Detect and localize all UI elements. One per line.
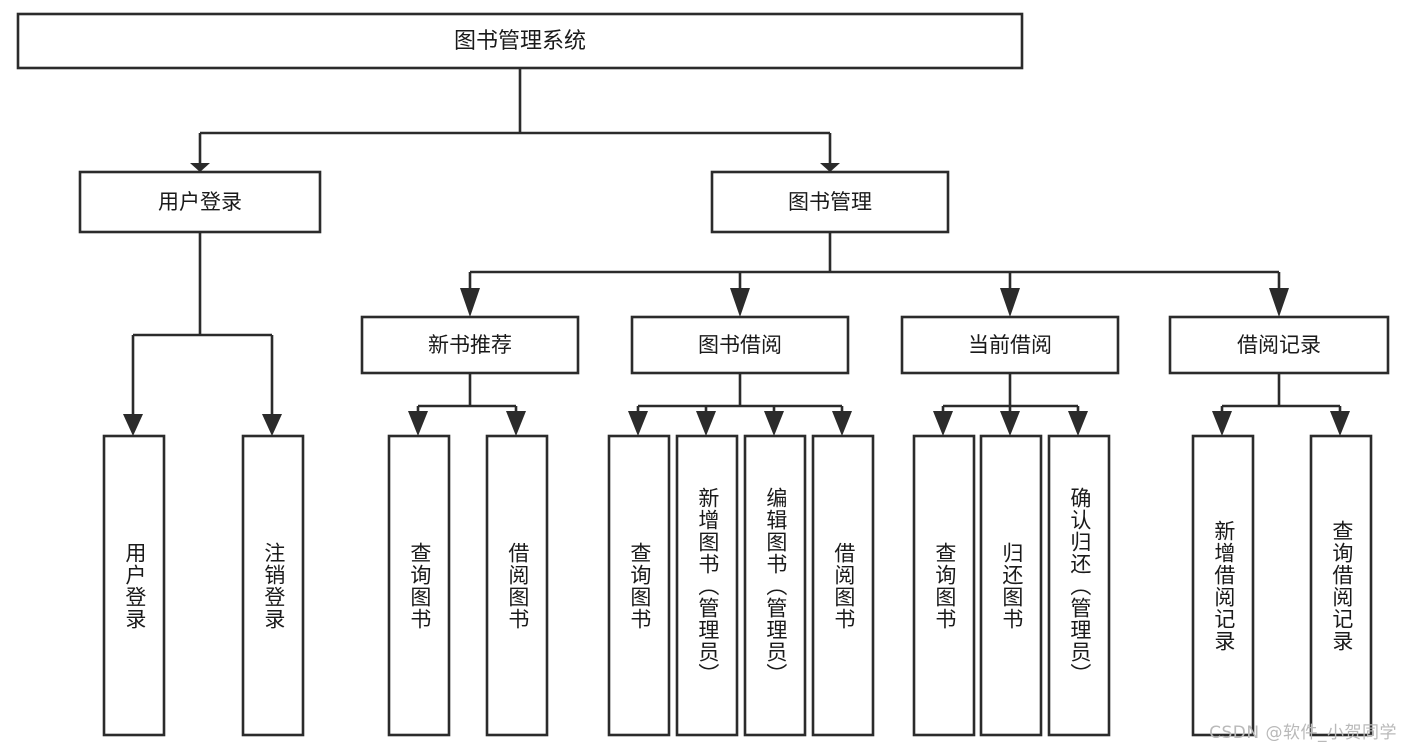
- edge-borrowrecord-bus: [1220, 373, 1342, 427]
- arrowhead-icon: [820, 163, 840, 172]
- edge-bookmanage-bus: [468, 232, 1281, 308]
- node-book-borrow[interactable]: 图书借阅: [630, 315, 850, 375]
- node-leaf-edit-book[interactable]: [743, 434, 807, 737]
- arrowhead-icon: [1000, 411, 1020, 436]
- arrowhead-icon: [408, 411, 428, 436]
- node-leaf-borrow-book-1[interactable]: [485, 434, 549, 737]
- arrowhead-icon: [1000, 288, 1020, 317]
- node-leaf-user-login[interactable]: [102, 434, 166, 737]
- node-boxes: 图书管理系统 用户登录 图书管理 新书推荐 图书借阅 当前: [16, 12, 1390, 737]
- arrowhead-icon: [123, 414, 143, 436]
- arrowhead-icon: [730, 288, 750, 317]
- edge-userlogin-bus: [131, 232, 274, 427]
- node-current-borrow[interactable]: 当前借阅: [900, 315, 1120, 375]
- csdn-watermark: CSDN @软件_小贺同学: [1209, 723, 1397, 743]
- node-book-borrow-label: 图书借阅: [698, 333, 782, 357]
- node-leaf-add-record[interactable]: [1191, 434, 1255, 737]
- arrowhead-icon: [696, 411, 716, 436]
- arrowhead-icon: [262, 414, 282, 436]
- node-user-login[interactable]: 用户登录: [78, 170, 322, 234]
- arrowhead-icon: [506, 411, 526, 436]
- arrowhead-icon: [832, 411, 852, 436]
- edge-newbook-bus: [416, 373, 518, 427]
- node-borrow-record-label: 借阅记录: [1237, 333, 1321, 357]
- node-leaf-add-book[interactable]: [675, 434, 739, 737]
- node-user-login-label: 用户登录: [158, 190, 242, 214]
- edge-bookborrow-bus: [636, 373, 844, 427]
- node-borrow-record[interactable]: 借阅记录: [1168, 315, 1390, 375]
- node-leaf-return-book[interactable]: [979, 434, 1043, 737]
- arrow-heads: [123, 163, 1350, 436]
- arrowhead-icon: [1330, 411, 1350, 436]
- arrowhead-icon: [460, 288, 480, 317]
- node-current-borrow-label: 当前借阅: [968, 333, 1052, 357]
- node-book-manage[interactable]: 图书管理: [710, 170, 950, 234]
- arrowhead-icon: [1068, 411, 1088, 436]
- arrowhead-icon: [1212, 411, 1232, 436]
- node-root-label: 图书管理系统: [454, 29, 586, 54]
- arrowhead-icon: [190, 163, 210, 172]
- node-root[interactable]: 图书管理系统: [16, 12, 1024, 70]
- node-leaf-query-book-3[interactable]: [912, 434, 976, 737]
- node-book-manage-label: 图书管理: [788, 190, 872, 214]
- node-leaf-confirm-return[interactable]: [1047, 434, 1111, 737]
- node-leaf-query-record[interactable]: [1309, 434, 1373, 737]
- node-leaf-query-book-2[interactable]: [607, 434, 671, 737]
- arrowhead-icon: [628, 411, 648, 436]
- edge-root-bus: [198, 68, 832, 163]
- node-leaf-user-logout[interactable]: [241, 434, 305, 737]
- node-leaf-borrow-book-2[interactable]: [811, 434, 875, 737]
- node-leaf-query-book-1[interactable]: [387, 434, 451, 737]
- arrowhead-icon: [933, 411, 953, 436]
- arrowhead-icon: [1269, 288, 1289, 317]
- node-new-book-rec-label: 新书推荐: [428, 333, 512, 357]
- node-new-book-rec[interactable]: 新书推荐: [360, 315, 580, 375]
- arrowhead-icon: [764, 411, 784, 436]
